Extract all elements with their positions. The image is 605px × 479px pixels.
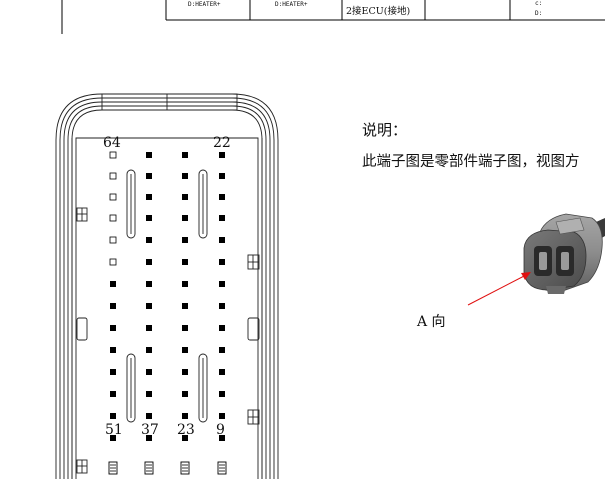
header-cell-4b: D: (535, 10, 543, 17)
connector-pin (182, 259, 188, 265)
connector-pin (110, 391, 116, 397)
connector-pin (110, 435, 116, 441)
connector-pin (219, 413, 225, 419)
connector-pin (219, 237, 225, 243)
connector-pin (146, 237, 152, 243)
connector-pin (219, 152, 225, 158)
connector-pin (146, 325, 152, 331)
connector-pin (182, 215, 188, 221)
connector-pin (182, 237, 188, 243)
connector-pin (146, 369, 152, 375)
connector-pin (182, 391, 188, 397)
connector-pin (219, 215, 225, 221)
connector-pin (109, 151, 117, 159)
connector-pin (182, 435, 188, 441)
connector-pin (109, 214, 117, 222)
connector-pin (110, 303, 116, 309)
header-cell-3: 2接ECU(接地) (346, 6, 411, 17)
pin-label-51: 51 (105, 422, 123, 438)
connector-pin (109, 258, 117, 266)
connector-pin (182, 173, 188, 179)
connector-pin (146, 281, 152, 287)
connector-pin (182, 281, 188, 287)
connector-pin (146, 259, 152, 265)
connector-pin (219, 369, 225, 375)
connector-pin (146, 347, 152, 353)
connector-pin (182, 194, 188, 200)
connector-pin (109, 172, 117, 180)
connector-pin (110, 347, 116, 353)
connector-pin (219, 194, 225, 200)
connector-pin (110, 413, 116, 419)
notes-title: 说明： (362, 121, 408, 139)
connector-pin (182, 369, 188, 375)
connector-pin (219, 259, 225, 265)
connector-pin (182, 325, 188, 331)
connector-pin (219, 391, 225, 397)
connector-pin (182, 152, 188, 158)
connector-pin (219, 325, 225, 331)
connector-pin (182, 347, 188, 353)
connector-pin (219, 303, 225, 309)
connector-pin (146, 152, 152, 158)
connector-pin (146, 194, 152, 200)
connector-pin (182, 413, 188, 419)
connector-pin (146, 435, 152, 441)
connector-pin (182, 303, 188, 309)
connector-pin (146, 303, 152, 309)
connector-pin (110, 369, 116, 375)
connector-pin (110, 281, 116, 287)
connector-pin (219, 281, 225, 287)
connector-pin (146, 215, 152, 221)
header-cell-4a: c: (535, 0, 543, 7)
connector-pin (146, 413, 152, 419)
header-cell-2: D:HEATER+ (275, 1, 308, 8)
connector-pin (146, 173, 152, 179)
notes-text: 此端子图是零部件端子图，视图方 (362, 154, 580, 170)
view-direction-label: A 向 (417, 314, 446, 330)
connector-pin (110, 325, 116, 331)
pin-label-22: 22 (213, 135, 231, 151)
pin-label-64: 64 (103, 135, 121, 151)
pin-grid (108, 151, 227, 475)
connector-pin (146, 391, 152, 397)
connector-pin (109, 193, 117, 201)
pin-label-9: 9 (216, 422, 225, 438)
connector-pin (219, 173, 225, 179)
pin-label-37: 37 (141, 422, 159, 438)
connector-pin (219, 435, 225, 441)
header-cell-1: D:HEATER+ (188, 1, 221, 8)
connector-pin (109, 236, 117, 244)
connector-pin (219, 347, 225, 353)
pin-label-23: 23 (177, 422, 195, 438)
